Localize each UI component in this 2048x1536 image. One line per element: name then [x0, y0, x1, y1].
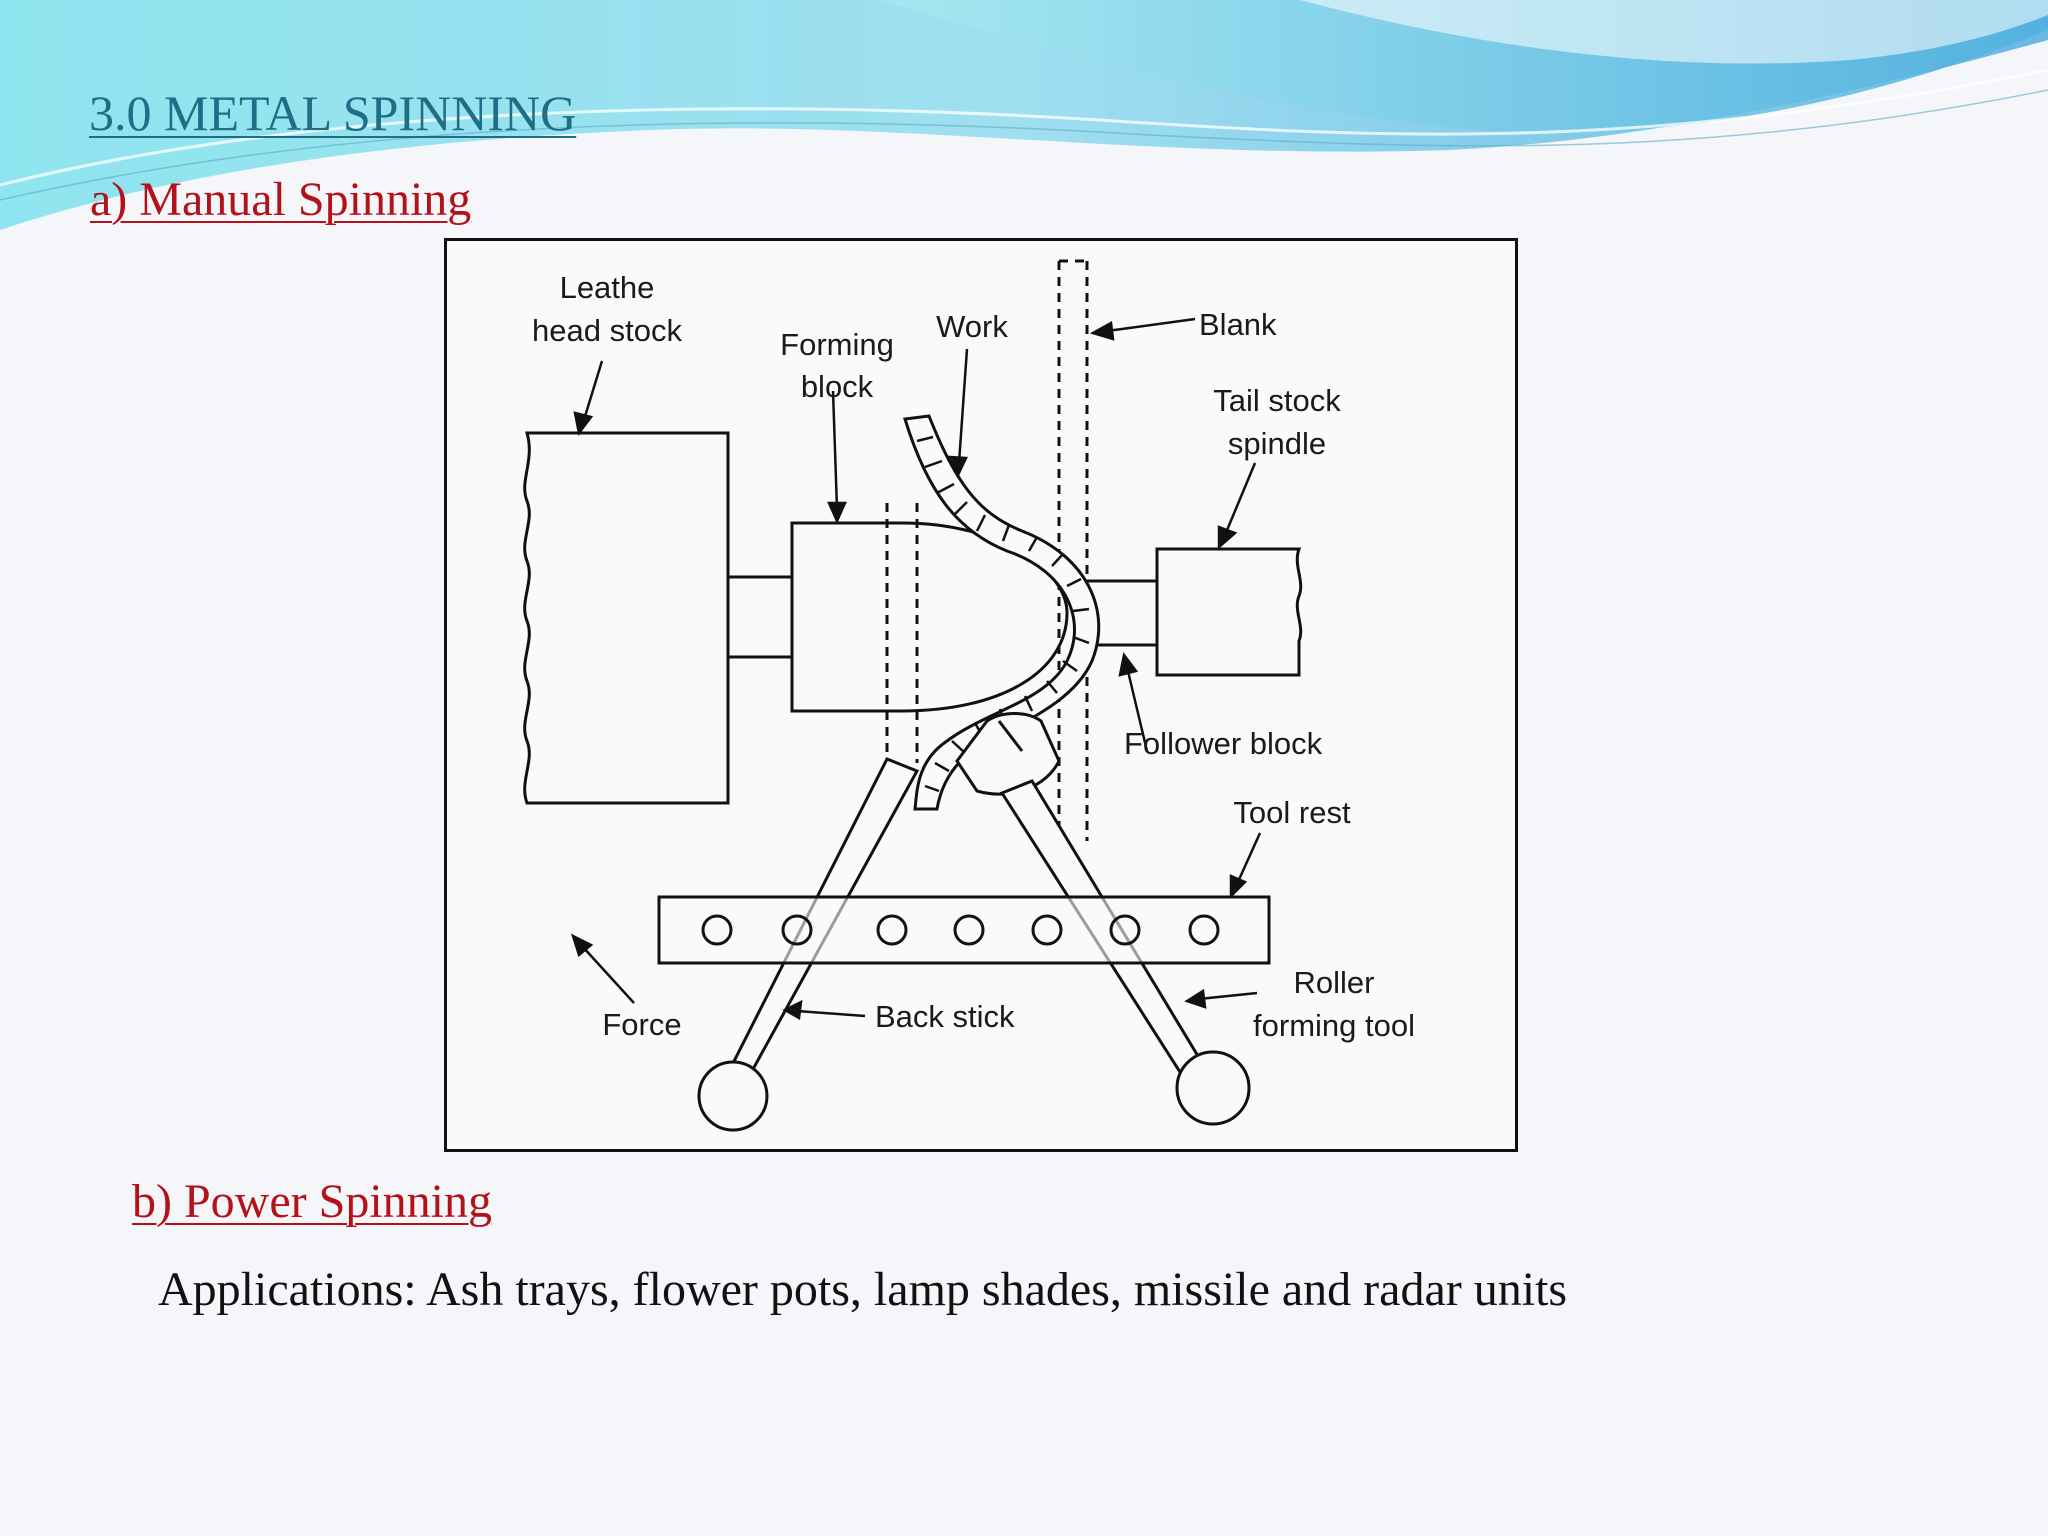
applications-text: Applications: Ash trays, flower pots, la… [158, 1263, 1568, 1316]
label-roller-line1: Roller [1294, 965, 1375, 1000]
background-waves [0, 0, 2048, 230]
label-blank: Blank [1199, 307, 1277, 342]
label-roller-line2: forming tool [1253, 1008, 1415, 1043]
blank-outline [1057, 259, 1089, 841]
roller-tool-handle [1175, 1050, 1251, 1126]
label-follower-block: Follower block [1124, 726, 1323, 761]
tailstock-spindle [1155, 547, 1303, 677]
label-back-stick: Back stick [875, 999, 1015, 1034]
headstock-spindle [726, 575, 794, 659]
roller-tool-head [955, 712, 1061, 796]
label-tool-rest: Tool rest [1233, 795, 1351, 830]
metal-spinning-diagram: Leathe head stock Forming block Work Bla… [444, 238, 1518, 1152]
tool-rest-pin-holes [701, 914, 1220, 946]
label-forming-block-line2: block [801, 369, 874, 404]
label-forming-block-line1: Forming [780, 327, 894, 362]
section-heading-power-spinning: b) Power Spinning [132, 1175, 492, 1228]
label-tailstock-line2: spindle [1228, 426, 1326, 461]
work-extent-dashed [885, 503, 919, 763]
section-heading-manual-spinning: a) Manual Spinning [90, 173, 472, 226]
slide-title: 3.0 METAL SPINNING [89, 85, 577, 141]
label-force: Force [602, 1007, 681, 1042]
label-work: Work [936, 309, 1008, 344]
label-tailstock-line1: Tail stock [1213, 383, 1341, 418]
label-headstock-line2: head stock [532, 313, 682, 348]
tool-rest [657, 895, 1271, 965]
leader-arrows [570, 317, 1262, 1021]
headstock [523, 431, 730, 805]
back-stick-handle [697, 1060, 769, 1132]
label-headstock-line1: Leathe [560, 270, 655, 305]
